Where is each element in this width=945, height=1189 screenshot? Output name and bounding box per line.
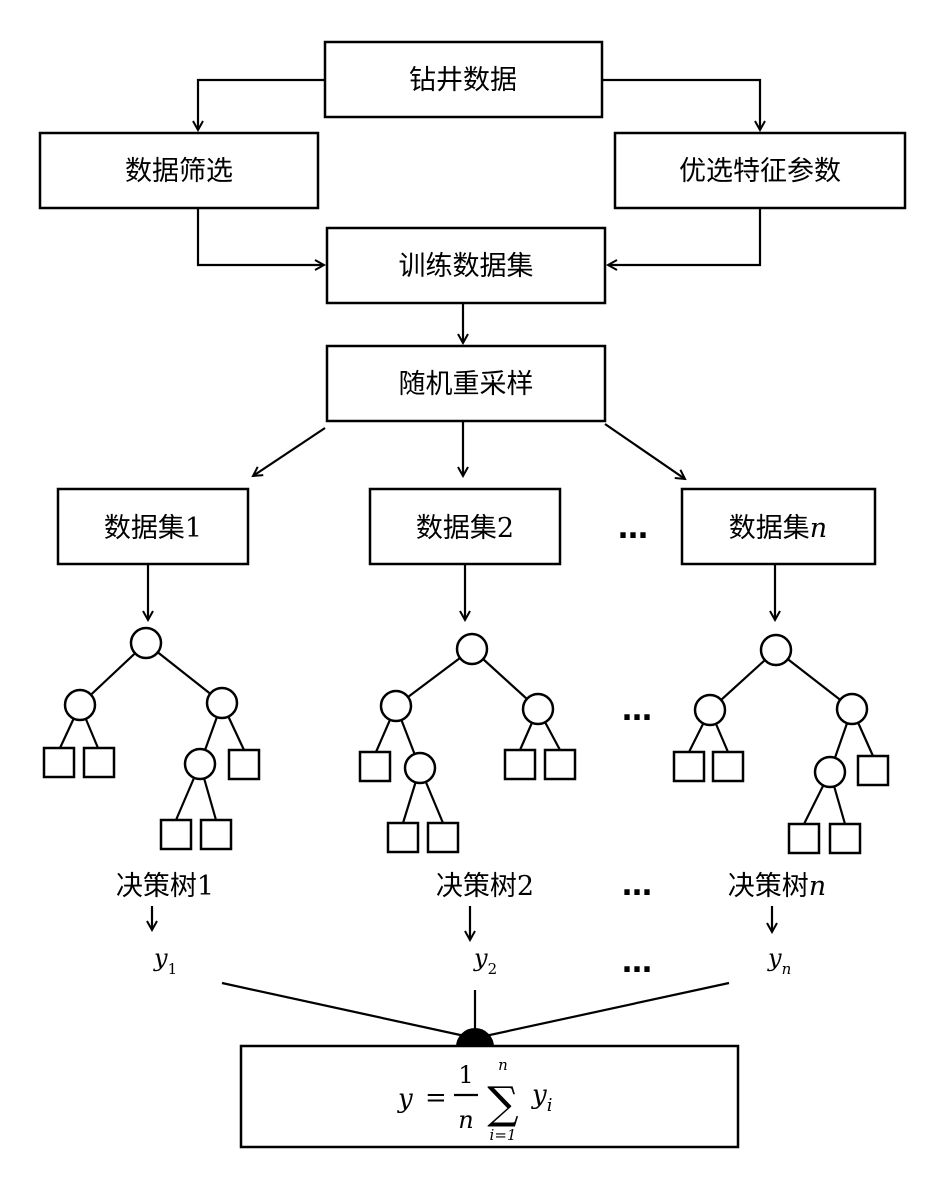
output-y1: y1 (153, 944, 177, 978)
decision-tree-n-graphic (672, 633, 890, 855)
resampling-box: 随机重采样 (325, 344, 607, 423)
decision-tree-2-graphic (358, 632, 577, 854)
decision-tree-1-graphic (42, 626, 261, 851)
arrow-feature-to-train (608, 208, 762, 265)
dataset-n-suffix: n (810, 513, 827, 544)
formula-lhs: y (397, 1084, 413, 1114)
drilling-data-box: 钻井数据 (323, 40, 604, 119)
data-filtering-label: 数据筛选 (125, 156, 233, 187)
tree-label-1: 决策树1 (116, 871, 214, 902)
output-yn: yn (767, 944, 791, 978)
output-y2: y2 (473, 944, 497, 978)
svg-text:数据集1: 数据集1 (104, 513, 202, 544)
output-ellipsis: … (622, 945, 652, 980)
formula-sigma: ∑ (487, 1078, 518, 1129)
training-set-label: 训练数据集 (399, 251, 534, 282)
dataset-box-n: 数据集n (680, 487, 877, 566)
tree-label-n: 决策树n (728, 871, 826, 902)
formula-equals: = (425, 1083, 447, 1113)
drilling-data-label: 钻井数据 (409, 65, 517, 96)
feature-selection-box: 优选特征参数 (613, 131, 907, 210)
tree-label-ellipsis: … (622, 868, 652, 903)
feature-selection-label: 优选特征参数 (679, 156, 841, 187)
formula-numerator: 1 (458, 1061, 473, 1089)
svg-text:数据集n: 数据集n (729, 513, 827, 544)
dataset-ellipsis: … (618, 511, 648, 546)
aggregate-line-n (475, 981, 730, 1040)
arrow-to-feature (602, 78, 760, 130)
tree-ellipsis: … (622, 693, 652, 728)
aggregation-node (455, 1028, 495, 1048)
formula-sigma-upper: n (498, 1056, 508, 1074)
resampling-label: 随机重采样 (399, 369, 534, 400)
dataset-1-suffix: 1 (185, 513, 202, 544)
dataset-2-prefix: 数据集 (416, 513, 497, 544)
dataset-n-prefix: 数据集 (729, 513, 810, 544)
dataset-box-2: 数据集2 (368, 487, 562, 566)
aggregate-line-1 (221, 981, 475, 1040)
dataset-box-1: 数据集1 (56, 487, 250, 566)
arrow-to-dataset-n (604, 423, 685, 479)
arrow-to-dataset-1 (253, 427, 326, 476)
training-set-box: 训练数据集 (325, 226, 607, 305)
arrow-to-filtering (198, 78, 325, 130)
svg-text:数据集2: 数据集2 (416, 513, 514, 544)
formula-sigma-lower: i=1 (490, 1126, 517, 1144)
formula-denominator: n (458, 1106, 473, 1134)
formula-box: y = 1 n ∑ n i=1 yi (239, 1044, 740, 1149)
arrow-filter-to-train (196, 208, 324, 265)
dataset-1-prefix: 数据集 (104, 513, 185, 544)
tree-label-2: 决策树2 (436, 871, 534, 902)
dataset-2-suffix: 2 (497, 513, 514, 544)
formula-term: yi (531, 1080, 552, 1116)
data-filtering-box: 数据筛选 (38, 131, 320, 210)
